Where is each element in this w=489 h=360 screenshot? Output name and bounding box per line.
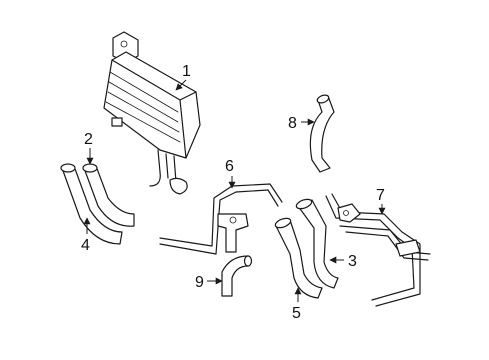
hose-part-3[interactable] [295, 198, 339, 289]
callout-4: 4 [81, 237, 90, 254]
callout-9: 9 [195, 274, 204, 291]
tube-part-6[interactable] [159, 183, 283, 255]
hose-part-9[interactable] [221, 255, 253, 297]
hose-part-8[interactable] [309, 94, 335, 173]
callout-3: 3 [348, 253, 357, 270]
hose-part-4[interactable] [60, 163, 123, 245]
tube-part-7[interactable] [325, 193, 431, 307]
callout-5: 5 [292, 305, 301, 322]
callout-2: 2 [84, 131, 93, 148]
callout-1: 1 [182, 63, 191, 80]
hose-part-5[interactable] [274, 217, 323, 299]
callout-6: 6 [225, 158, 234, 175]
callout-7: 7 [376, 187, 385, 204]
oil-cooler-part-1[interactable] [103, 31, 201, 195]
callout-8: 8 [288, 115, 297, 132]
